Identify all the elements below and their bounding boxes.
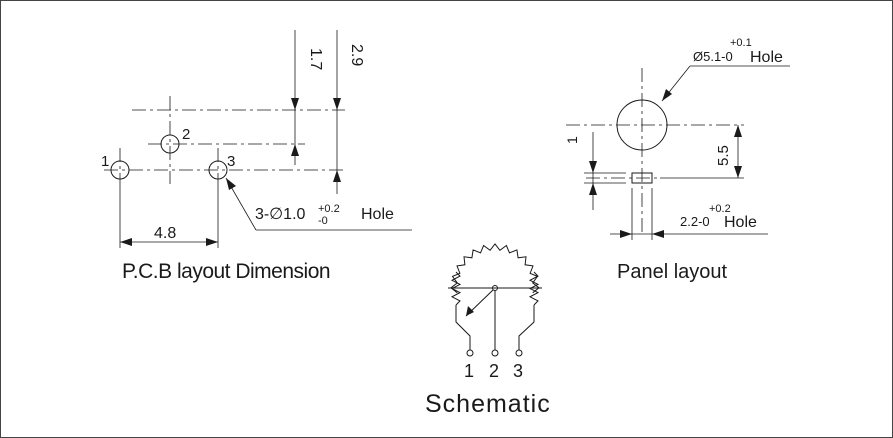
dim-1-7-arrow-bottom xyxy=(291,144,299,156)
schematic-lead-1 xyxy=(455,305,471,350)
schematic-caption: Schematic xyxy=(425,390,551,418)
pcb-hole-1 xyxy=(110,160,130,180)
hole-callout-tol-minus: -0 xyxy=(318,215,328,227)
schematic-pin-3-label: 3 xyxy=(513,361,523,381)
dim-1-7-label: 1.7 xyxy=(307,48,324,70)
dim-2-9-arrow-top xyxy=(333,98,341,110)
pcb-hole-2 xyxy=(160,134,180,154)
schematic-serrated-arc xyxy=(450,243,540,294)
hole-callout-dia: 3-∅1.0 xyxy=(255,206,306,223)
schematic-wiper-arrow xyxy=(466,306,474,316)
schematic-wiper-pivot xyxy=(492,285,498,291)
schematic-view: 1 2 3 Schematic xyxy=(425,243,551,418)
schematic-resistor-right xyxy=(528,271,540,306)
dim-4-8-arrow-right xyxy=(206,238,218,246)
hole-callout-tol-plus: +0.2 xyxy=(318,203,340,215)
dim-4-8-label: 4.8 xyxy=(154,225,176,242)
schematic-pin-2-label: 2 xyxy=(489,361,499,381)
small-hole-tol: +0.2 xyxy=(709,203,731,215)
dim-1-label: 1 xyxy=(564,136,580,144)
dim-4-8-arrow-left xyxy=(120,238,132,246)
small-hole-suffix: Hole xyxy=(724,214,757,231)
schematic-terminal-2 xyxy=(491,349,499,357)
dim-2-2-arrow-left xyxy=(620,230,632,238)
pcb-layout-view: 1 2 3 1.7 2.9 4.8 3-∅1.0 +0.2 -0 Hole P.… xyxy=(101,30,412,283)
pcb-pin-1-label: 1 xyxy=(101,153,109,170)
dim-2-9-label: 2.9 xyxy=(348,44,365,66)
pcb-pin-3-label: 3 xyxy=(227,153,235,170)
hole-callout-suffix: Hole xyxy=(361,206,394,223)
panel-hole-dia: Ø5.1-0 xyxy=(693,49,733,64)
panel-hole-tol: +0.1 xyxy=(730,37,752,49)
small-hole-dia: 2.2-0 xyxy=(680,214,710,229)
panel-hole-suffix: Hole xyxy=(750,49,783,66)
hole-leader-arrow xyxy=(226,178,236,190)
dim-1-arrow-top xyxy=(589,161,597,173)
dim-5-5-arrow-bottom xyxy=(734,166,742,178)
schematic-pin-1-label: 1 xyxy=(464,361,474,381)
dim-5-5-arrow-top xyxy=(734,125,742,137)
pcb-pin-2-label: 2 xyxy=(182,126,190,143)
dim-5-5-label: 5.5 xyxy=(715,145,732,166)
schematic-terminal-1 xyxy=(466,349,474,357)
dim-2-2-arrow-right xyxy=(652,230,664,238)
dim-2-9-arrow-bottom xyxy=(333,170,341,182)
pcb-caption: P.C.B layout Dimension xyxy=(122,260,330,283)
dim-1-7-arrow-top xyxy=(291,98,299,110)
pcb-hole-3 xyxy=(208,160,228,180)
panel-layout-view: +0.1 Ø5.1-0 Hole 1 5.5 +0.2 2.2-0 Hole P… xyxy=(564,37,790,283)
panel-leader-arrow xyxy=(662,89,672,101)
schematic-lead-3 xyxy=(518,305,535,350)
dim-1-arrow-bottom xyxy=(589,183,597,195)
schematic-resistor-left xyxy=(450,271,462,306)
panel-caption: Panel layout xyxy=(617,261,728,283)
schematic-terminal-3 xyxy=(515,349,523,357)
